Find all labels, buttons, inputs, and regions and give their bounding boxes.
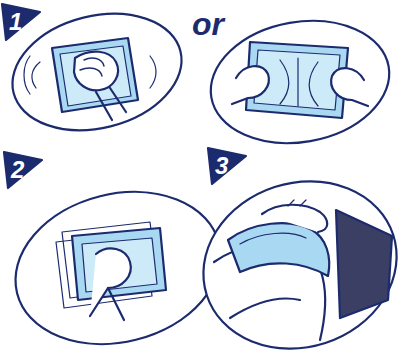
alternative-word: or xyxy=(192,8,224,40)
step-badge xyxy=(2,4,40,40)
panel-frame xyxy=(181,157,407,354)
step-badge xyxy=(4,152,42,188)
pack-on-knee xyxy=(214,200,392,340)
step-number: 2 xyxy=(11,158,24,182)
step-badge xyxy=(208,148,246,184)
pack-knead xyxy=(56,222,166,320)
step-number: 3 xyxy=(215,154,228,178)
step-number: 1 xyxy=(9,10,22,34)
panel-frame xyxy=(0,171,237,354)
panel-frame xyxy=(201,7,399,156)
panel-frame xyxy=(0,0,194,147)
pack-pull xyxy=(232,42,368,118)
pack-squeeze xyxy=(24,38,156,120)
